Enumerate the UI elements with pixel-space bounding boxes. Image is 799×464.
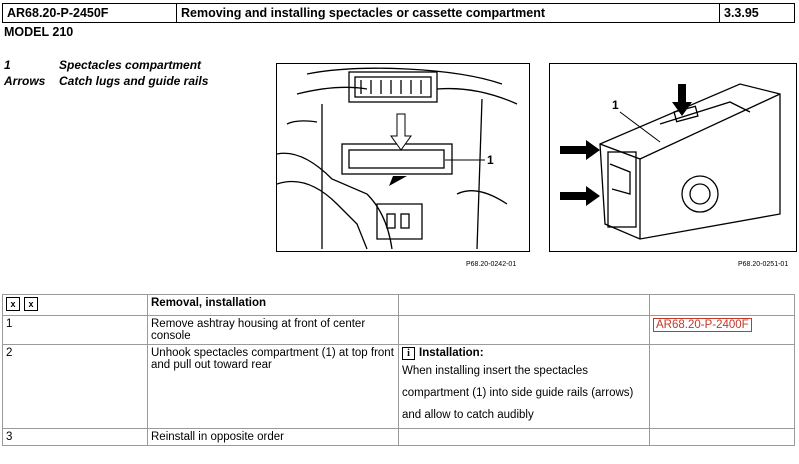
step-number: 2	[2, 344, 148, 429]
installation-title: Installation:	[419, 347, 484, 359]
compartment-illustration: 1	[560, 83, 781, 240]
step-text: Reinstall in opposite order	[147, 428, 399, 446]
step-number: 3	[2, 428, 148, 446]
step-note	[398, 315, 650, 345]
doc-id: AR68.20-P-2450F	[2, 3, 177, 23]
info-icon: i	[402, 347, 415, 360]
figure-console: 1	[276, 63, 530, 252]
model-label: MODEL 210	[4, 25, 74, 39]
tool-icon: x	[6, 297, 20, 311]
legend-key: Arrows	[4, 74, 46, 88]
tool-icon: x	[24, 297, 38, 311]
header-notes	[398, 294, 650, 316]
ref-link[interactable]: AR68.20-P-2400F	[653, 318, 752, 332]
header-refs	[649, 294, 795, 316]
figure-caption: P68.20-0242-01	[466, 261, 517, 268]
legend-text: Spectacles compartment	[59, 58, 202, 72]
legend-text: Catch lugs and guide rails	[59, 74, 209, 88]
step-number: 1	[2, 315, 148, 345]
console-illustration: 1	[277, 67, 518, 250]
table-row: 1 Remove ashtray housing at front of cen…	[2, 315, 795, 345]
callout-1: 1	[612, 98, 619, 112]
step-text: Unhook spectacles compartment (1) at top…	[147, 344, 399, 429]
step-note: i Installation: When installing insert th…	[398, 344, 650, 429]
step-ref	[649, 428, 795, 446]
step-ref	[649, 344, 795, 429]
callout-1: 1	[487, 153, 494, 167]
step-ref: AR68.20-P-2400F	[649, 315, 795, 345]
step-note	[398, 428, 650, 446]
figure-caption: P68.20-0251-01	[738, 261, 789, 268]
doc-title: Removing and installing spectacles or ca…	[176, 3, 720, 23]
legend-item: 1 Spectacles compartment	[4, 57, 208, 73]
header-removal-installation: Removal, installation	[147, 294, 399, 316]
legend-key: 1	[4, 58, 11, 72]
legend: 1 Spectacles compartment Arrows Catch lugs…	[4, 57, 208, 89]
header-table: AR68.20-P-2450F Removing and installing …	[2, 3, 795, 23]
table-row: 2 Unhook spectacles compartment (1) at t…	[2, 344, 795, 429]
step-text: Remove ashtray housing at front of cente…	[147, 315, 399, 345]
doc-date: 3.3.95	[719, 3, 795, 23]
legend-item: Arrows Catch lugs and guide rails	[4, 73, 208, 89]
installation-body: When installing insert the spectacles co…	[402, 365, 634, 421]
figure-compartment: 1	[549, 63, 797, 252]
table-row: 3 Reinstall in opposite order	[2, 428, 795, 446]
